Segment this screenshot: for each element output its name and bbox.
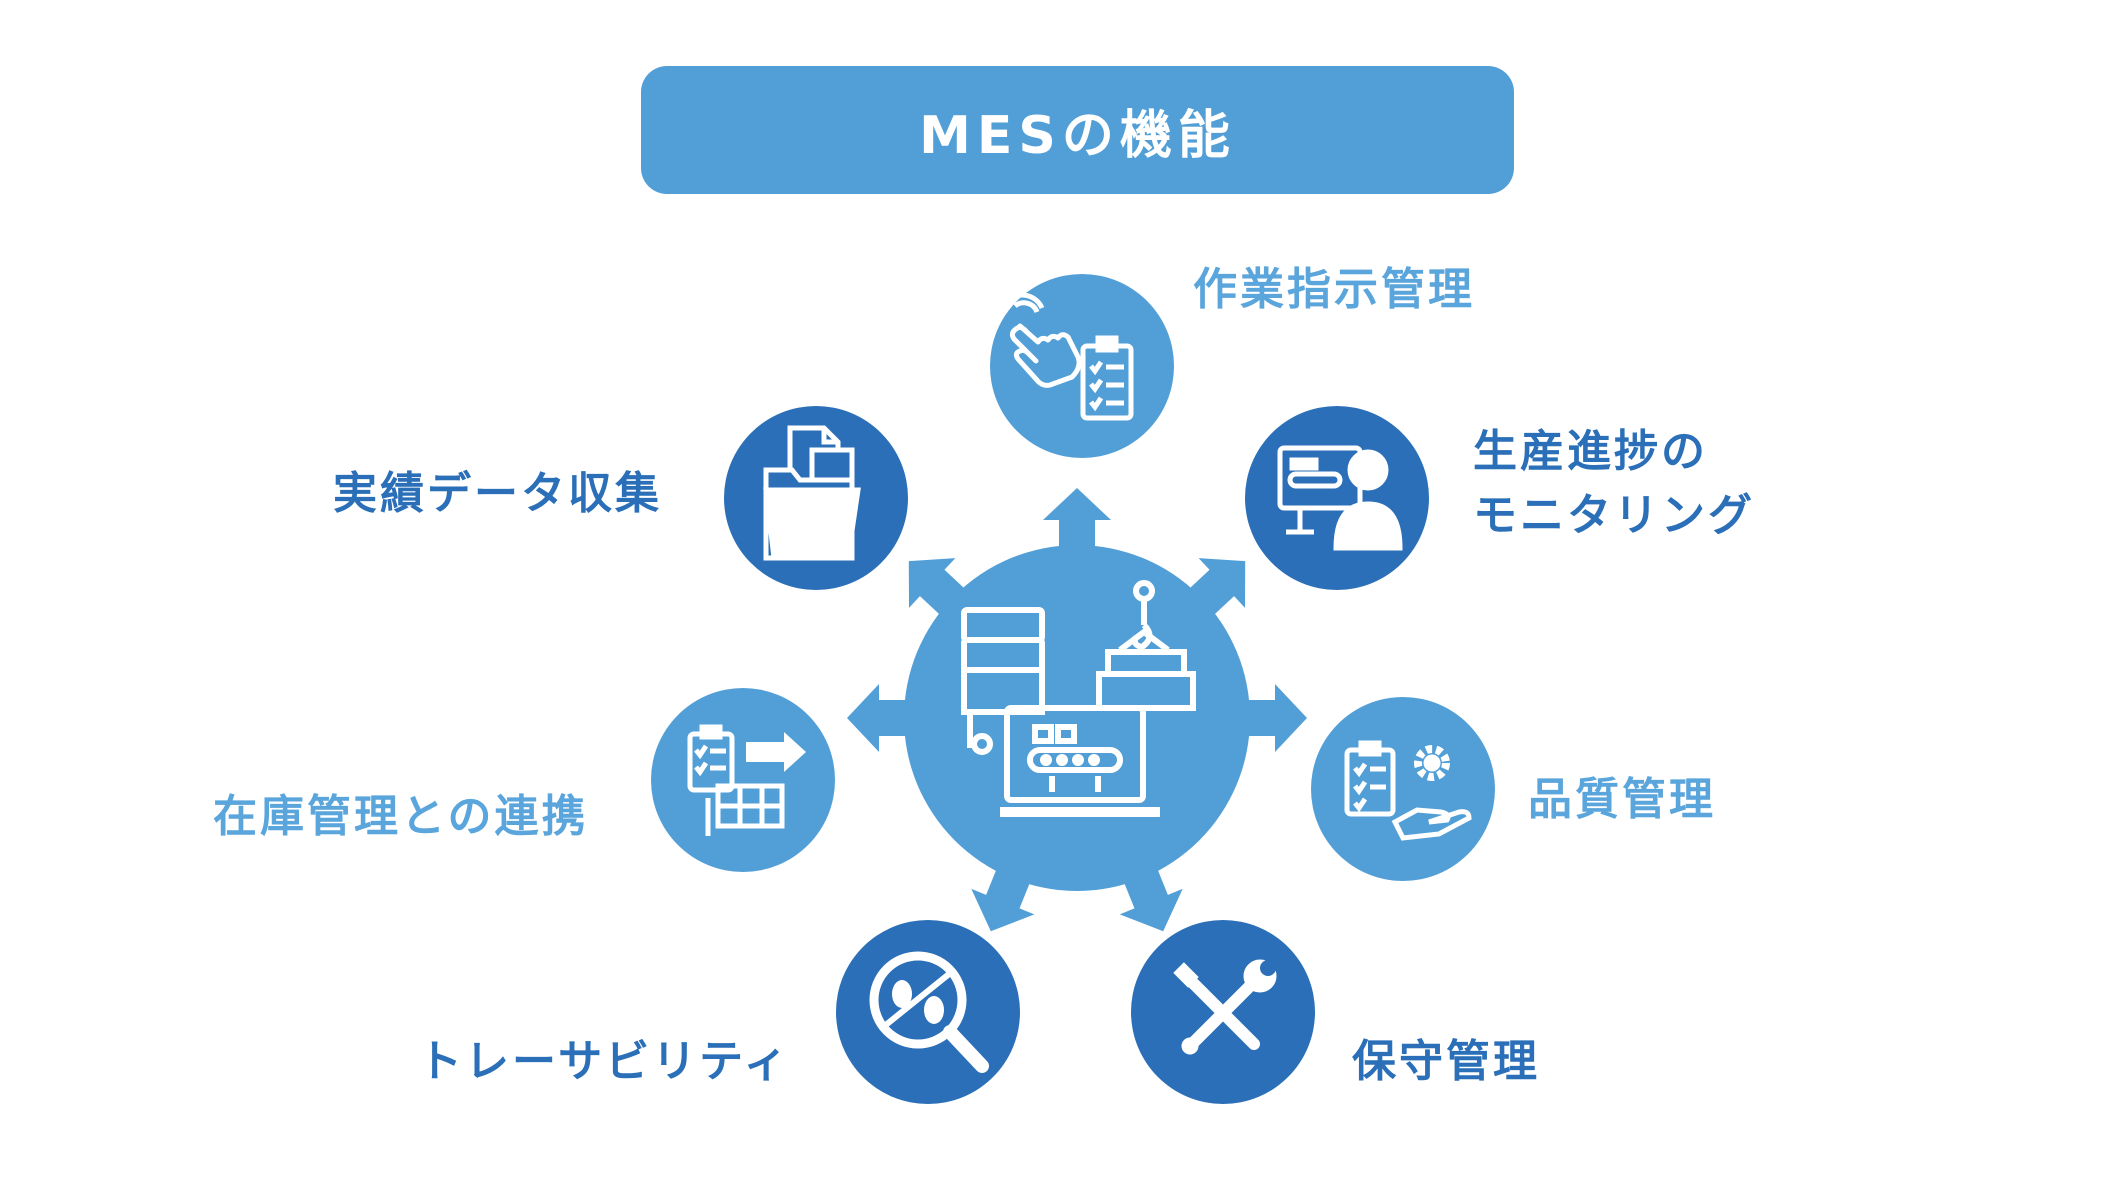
function-circle-quality	[1311, 697, 1495, 881]
label-work-instruction: 作業指示管理	[1193, 264, 1475, 315]
label-maintenance: 保守管理	[1352, 1036, 1540, 1087]
label-production-monitoring-line2: モニタリング	[1473, 489, 1755, 541]
label-data-collection: 実績データ収集	[333, 468, 662, 519]
label-production-monitoring: 生産進捗の モニタリング	[1473, 420, 1755, 548]
title-banner: MESの機能	[641, 66, 1514, 194]
monitor-operator-icon	[1277, 445, 1403, 551]
touch-checklist-icon	[1006, 292, 1134, 421]
label-production-monitoring-line1: 生産進捗の	[1473, 426, 1708, 477]
factory-system-icon	[961, 580, 1196, 817]
title-text: MESの機能	[919, 105, 1236, 166]
checklist-arrow-shelf-icon	[687, 724, 806, 836]
center-hub	[847, 488, 1307, 932]
label-inventory: 在庫管理との連携	[213, 791, 589, 842]
magnifier-footprints-icon	[869, 951, 989, 1073]
function-circle-inventory	[651, 688, 835, 872]
label-quality: 品質管理	[1528, 774, 1716, 825]
function-circle-production-monitoring	[1245, 406, 1429, 590]
checklist-gear-hand-icon	[1344, 740, 1472, 841]
tools-icon	[1173, 959, 1277, 1055]
label-traceability: トレーサビリティ	[418, 1036, 791, 1087]
folder-documents-icon	[763, 425, 861, 561]
